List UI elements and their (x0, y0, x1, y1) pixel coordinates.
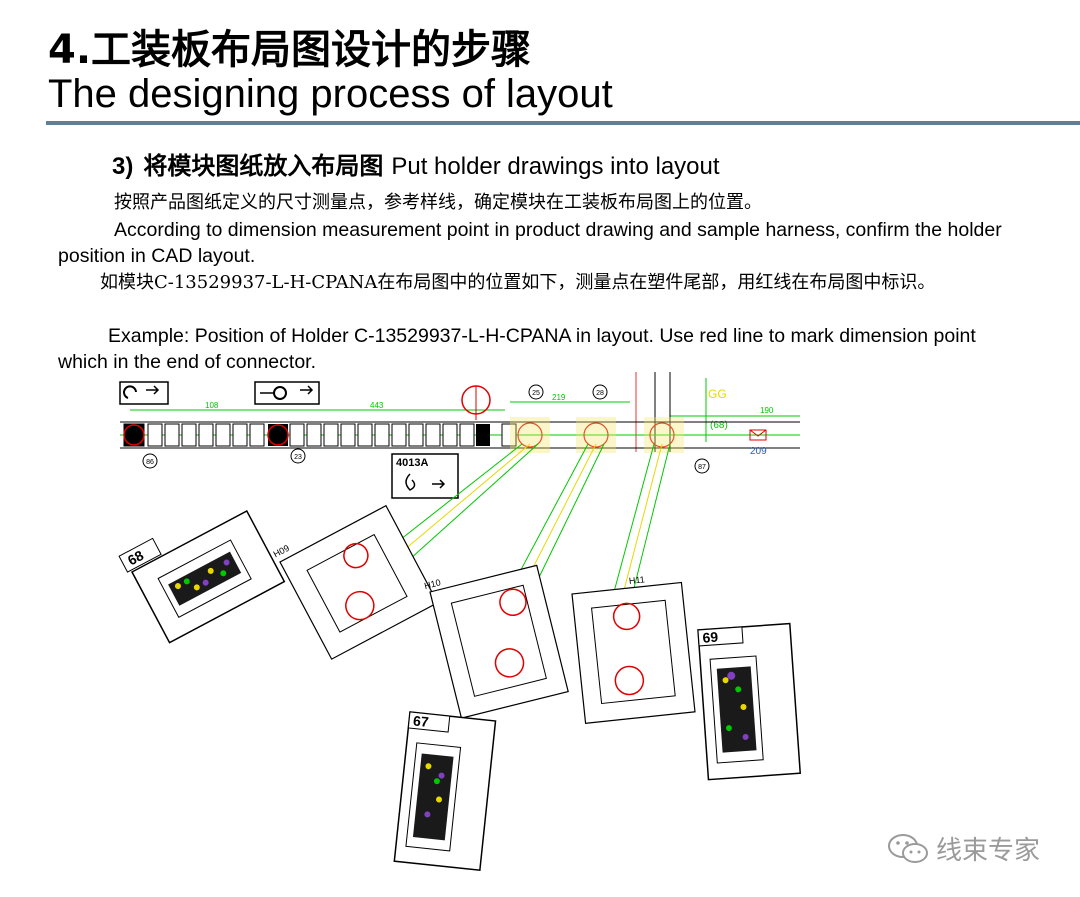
dim-443: 443 (370, 401, 384, 410)
dim-219: 219 (552, 393, 566, 402)
callout-25: 25 (532, 390, 540, 397)
cad-layout-drawing: 108 443 219 190 (68) GG (118, 372, 802, 871)
svg-text:67: 67 (412, 712, 429, 730)
holder-h09: H09 (272, 504, 439, 660)
slide-title-english: The designing process of layout (48, 72, 613, 116)
paragraph-english-1: According to dimension measurement point… (58, 219, 1002, 267)
paragraph-chinese-2: 如模块C-13529937-L-H-CPANA在布局图中的位置如下，测量点在塑件… (100, 272, 936, 293)
section-heading: 3) 将模块图纸放入布局图 Put holder drawings into lay… (112, 151, 720, 182)
holder-h10: H10 (423, 564, 569, 719)
callout-87: 87 (698, 464, 706, 471)
callout-28: 28 (596, 390, 604, 397)
svg-text:H09: H09 (272, 543, 291, 560)
paragraph-english-2: Example: Position of Holder C-13529937-L… (58, 325, 976, 373)
svg-text:4013A: 4013A (396, 457, 428, 469)
branch-points (517, 422, 675, 448)
clip-symbol-box (254, 381, 320, 405)
dim-190: 190 (760, 406, 774, 415)
section-number: 3) (112, 153, 134, 180)
holder-69: 69 (697, 622, 802, 781)
slide-title-chinese: 4.工装板布局图设计的步骤 (48, 27, 532, 73)
holder-67: 67 (393, 711, 497, 871)
watermark-text: 线束专家 (936, 836, 1041, 866)
wechat-icon (888, 833, 928, 863)
label-gg: GG (708, 387, 727, 401)
callouts: 25 28 23 86 87 (142, 384, 710, 474)
label-4013a-box: 4013A (391, 453, 459, 499)
dim-108: 108 (205, 401, 219, 410)
harness-bar (120, 421, 800, 449)
paragraph-chinese-1: 按照产品图纸定义的尺寸测量点，参考样线，确定模块在工装板布局图上的位置。 (114, 192, 762, 213)
holder-h11: H11 (571, 574, 696, 724)
label-209: 209 (750, 446, 767, 457)
callout-86: 86 (146, 459, 154, 466)
holder-68: 68 (118, 509, 286, 644)
svg-text:68: 68 (125, 547, 146, 569)
rotate-symbol-box (119, 381, 169, 405)
dim-68: (68) (710, 420, 728, 431)
callout-23: 23 (294, 454, 302, 461)
svg-text:H10: H10 (423, 577, 441, 591)
title-divider (46, 121, 1080, 125)
section-heading-chinese: 将模块图纸放入布局图 (143, 152, 384, 180)
svg-text:69: 69 (702, 629, 719, 646)
watermark: 线束专家 (886, 830, 1040, 867)
section-heading-english: Put holder drawings into layout (391, 153, 720, 180)
svg-text:H11: H11 (628, 574, 645, 586)
